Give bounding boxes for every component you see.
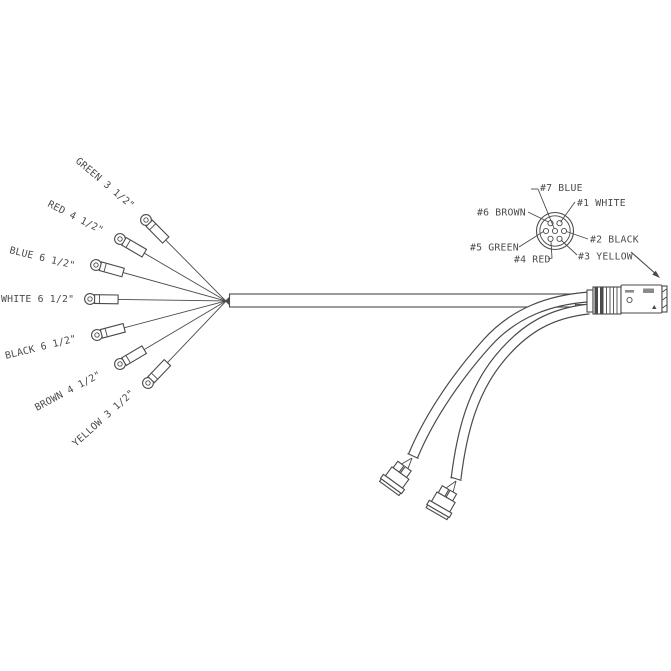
pinout-leaders	[518, 188, 589, 260]
label-yellow: YELLOW 3 1/2"	[71, 388, 137, 449]
pin-3	[556, 235, 563, 242]
label-green: GREEN 3 1/2"	[73, 156, 136, 211]
label-white: WHITE 6 1/2"	[1, 294, 74, 305]
label-blue: BLUE 6 1/2"	[8, 245, 76, 271]
pin-5	[542, 227, 550, 235]
pinout-outer-circle	[535, 211, 575, 251]
pinout-label-3: #3 YELLOW	[578, 252, 633, 263]
wire-brown	[114, 300, 227, 370]
circular-connector-body	[586, 284, 668, 315]
pinout-diagram: #7 BLUE #1 WHITE #6 BROWN #2 BLACK #5 GR…	[470, 183, 639, 266]
connector-callout-arrow	[630, 251, 660, 278]
pinout-label-2: #2 BLACK	[590, 235, 639, 246]
pin-1	[556, 220, 563, 227]
branch-cable-2	[450, 303, 590, 482]
connector-marking	[652, 305, 657, 309]
wire-blue	[90, 259, 227, 302]
wire-red	[114, 233, 227, 302]
connector-marking	[626, 296, 633, 304]
pinout-label-6: #6 BROWN	[477, 208, 526, 219]
branch-cables	[407, 291, 590, 482]
pinout-label-5: #5 GREEN	[470, 243, 519, 254]
wire-black	[91, 300, 227, 341]
connector-marking	[625, 290, 634, 293]
label-brown: BROWN 4 1/2"	[33, 370, 103, 414]
wire-white	[84, 293, 226, 305]
pinout-label-4: #4 RED	[514, 255, 551, 266]
cable-jacket	[228, 293, 577, 308]
pinout-inner-circle	[539, 215, 571, 247]
pin-7	[551, 227, 559, 235]
connector-marking	[643, 288, 654, 293]
pin-2	[560, 227, 568, 235]
wire-yellow	[142, 300, 227, 389]
label-red: RED 4 1/2"	[46, 199, 105, 236]
branch-connector-1	[378, 457, 413, 497]
breakout-wires	[84, 214, 227, 389]
pinout-label-7: #7 BLUE	[540, 183, 583, 194]
branch-connector-2	[425, 480, 458, 521]
wire-green	[140, 214, 227, 302]
label-black: BLACK 6 1/2"	[4, 334, 78, 362]
connector-collar	[586, 289, 594, 313]
branch-cable-1	[407, 291, 589, 460]
pin-4	[547, 235, 554, 242]
pinout-label-1: #1 WHITE	[577, 198, 626, 209]
